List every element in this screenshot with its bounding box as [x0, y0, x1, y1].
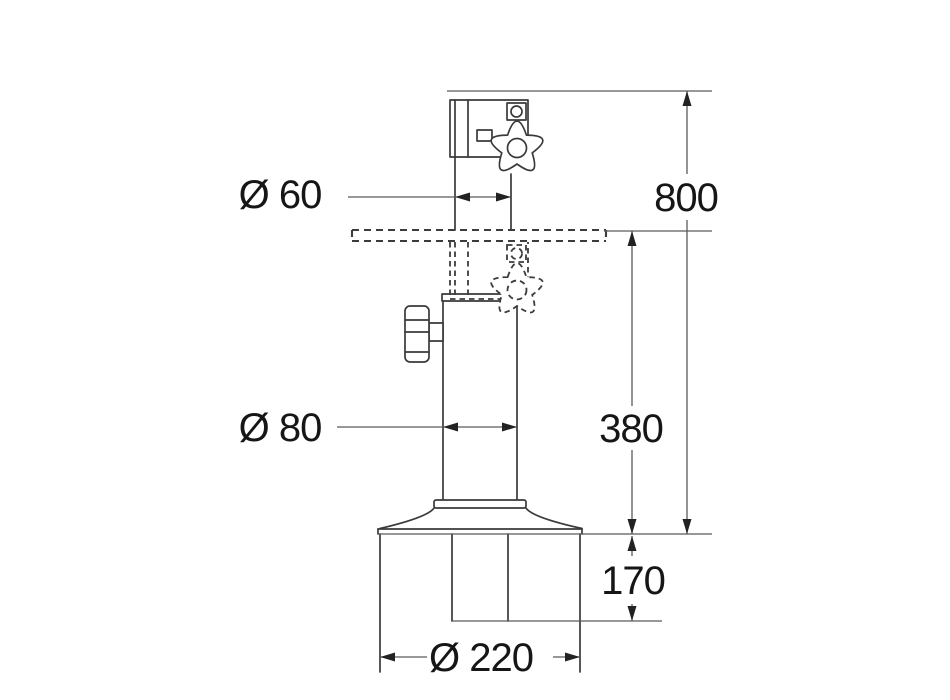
arrowhead-down-icon [682, 519, 692, 534]
bell-curve-right [525, 507, 583, 530]
side-clamp-knob [404, 305, 444, 363]
dimension-overall-height: 800 [654, 91, 719, 534]
star-knob-top-hole [506, 137, 528, 159]
dimension-base-depth: 170 [601, 536, 666, 621]
arrowhead-up-icon [627, 231, 637, 246]
arrowhead-up-icon [682, 91, 692, 106]
phantom-screw-hole [510, 247, 523, 260]
dimension-lowered-height: 380 [599, 231, 664, 534]
dimension-upper-tube-diameter: Ø 60 [239, 173, 511, 217]
side-knob-stem [428, 322, 444, 342]
top-cap-screw-plate [506, 102, 527, 121]
top-cap-screw-hole [510, 105, 523, 118]
bell-curve-left [379, 507, 435, 530]
dim-label-base-diameter: Ø 220 [429, 636, 533, 680]
bell-collar [433, 499, 527, 509]
phantom-star-knob [490, 262, 544, 314]
arrowhead-down-icon [627, 606, 637, 621]
dim-label-lower-tube-diameter: Ø 80 [239, 406, 322, 450]
phantom-slider-assembly [449, 242, 529, 300]
arrowhead-down-icon [627, 519, 637, 534]
phantom-star-knob-hole [506, 279, 528, 301]
extension-lines [378, 90, 712, 622]
arrowhead-left-icon [443, 422, 458, 432]
arrowhead-left-icon [455, 192, 470, 202]
side-knob-body [404, 305, 430, 363]
arrowhead-left-icon [380, 652, 395, 662]
arrowhead-right-icon [496, 192, 511, 202]
arrowhead-right-icon [565, 652, 580, 662]
dim-label-upper-tube-diameter: Ø 60 [239, 173, 322, 217]
arrowhead-up-icon [627, 536, 637, 551]
lower-tube-assembly [441, 293, 519, 501]
top-cap-latch-tab [476, 129, 493, 142]
phantom-star-knob-body [490, 262, 544, 314]
base-recessed-skirt [379, 533, 581, 673]
arrowhead-right-icon [502, 422, 517, 432]
star-knob-top [490, 120, 544, 172]
dim-label-base-depth: 170 [601, 559, 665, 603]
upper-tube [454, 156, 512, 231]
base-bell-flange [377, 499, 583, 535]
dim-label-overall-height: 800 [654, 176, 718, 220]
dimension-lower-tube-diameter: Ø 80 [239, 406, 517, 450]
phantom-tabletop [350, 228, 608, 243]
dimension-base-diameter: Ø 220 [380, 636, 580, 680]
phantom-screw-plate [506, 244, 527, 263]
dim-label-lowered-height: 380 [599, 407, 663, 451]
phantom-cap-outline [449, 242, 529, 300]
